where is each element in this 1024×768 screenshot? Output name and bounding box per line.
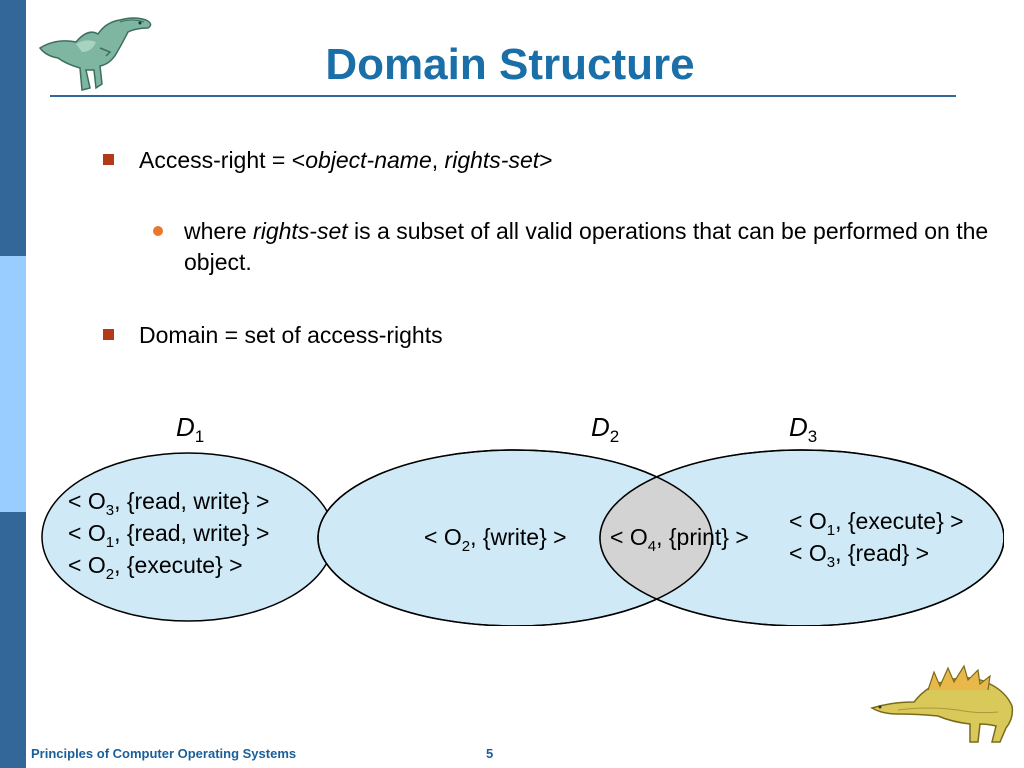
- entry-text: < O: [68, 488, 106, 514]
- entry-text: , {execute} >: [114, 552, 243, 578]
- domain-venn-diagram: D1 D2 D3 < O3, {read, write} > < O1, {re…: [40, 412, 1004, 626]
- access-right-entry: < O1, {execute} >: [789, 508, 964, 539]
- access-right-entry: < O3, {read} >: [789, 540, 929, 571]
- access-right-entry: < O2, {execute} >: [68, 552, 243, 583]
- entry-text: < O: [789, 508, 827, 534]
- entry-text: < O: [424, 524, 462, 550]
- domain-label-text: D: [176, 412, 195, 442]
- sidebar-band: [0, 0, 26, 768]
- entry-text: < O: [68, 552, 106, 578]
- entry-text: , {read, write} >: [114, 520, 269, 546]
- sub-bullet-term: rights-set: [253, 218, 348, 244]
- entry-text: < O: [68, 520, 106, 546]
- sub-bullet-rights-set: where rights-set is a subset of all vali…: [184, 216, 1014, 278]
- footer-course-title: Principles of Computer Operating Systems: [31, 746, 297, 761]
- stegosaurus-icon: [870, 664, 1014, 743]
- bullet-text: ,: [431, 147, 445, 173]
- access-right-entry: < O1, {read, write} >: [68, 520, 269, 551]
- entry-text: < O: [610, 524, 648, 550]
- entry-subscript: 4: [648, 538, 656, 555]
- circle-bullet-icon: [153, 226, 163, 236]
- access-right-entry: < O3, {read, write} >: [68, 488, 269, 519]
- entry-subscript: 1: [827, 522, 835, 539]
- bullet-text: Access-right = <: [139, 147, 306, 173]
- square-bullet-icon: [103, 329, 114, 340]
- access-right-entry: < O4, {print} >: [610, 524, 749, 555]
- d1-rights-list: < O3, {read, write} > < O1, {read, write…: [68, 488, 269, 583]
- domain-label-text: D: [591, 412, 610, 442]
- bullet-term-object-name: object-name: [305, 147, 432, 173]
- sub-bullet-text: where: [184, 218, 254, 244]
- access-right-entry: < O2, {write} >: [424, 524, 567, 555]
- slide-title: Domain Structure: [325, 40, 695, 89]
- d2-rights-list: < O2, {write} >: [424, 524, 567, 555]
- entry-subscript: 2: [106, 566, 114, 583]
- domain-label-subscript: 3: [808, 427, 817, 446]
- sub-bullet-text: is a subset of all valid operations that…: [184, 218, 989, 275]
- entry-text: , {read} >: [835, 540, 929, 566]
- d3-rights-list: < O1, {execute} > < O3, {read} >: [789, 508, 964, 571]
- domain-d3-outline: [599, 449, 1004, 626]
- bullet-text: >: [539, 147, 553, 173]
- domain-d2-label: D2: [591, 412, 619, 446]
- domain-label-subscript: 1: [195, 427, 204, 446]
- entry-text: < O: [789, 540, 827, 566]
- domain-label-text: D: [789, 412, 808, 442]
- entry-subscript: 2: [462, 538, 470, 555]
- domain-d3-label: D3: [789, 412, 817, 446]
- entry-subscript: 3: [106, 502, 114, 519]
- bullet-term-rights-set: rights-set: [444, 147, 540, 173]
- sidebar-band-light: [0, 256, 26, 512]
- title-divider: [50, 95, 956, 97]
- domain-label-subscript: 2: [610, 427, 619, 446]
- entry-text: , {execute} >: [835, 508, 964, 534]
- square-bullet-icon: [103, 154, 114, 165]
- entry-text: , {print} >: [656, 524, 749, 550]
- bullet-domain: Domain = set of access-rights: [139, 322, 443, 348]
- domain-d2-outline: [317, 449, 713, 626]
- domain-d1-label: D1: [176, 412, 204, 446]
- shared-rights-list: < O4, {print} >: [610, 524, 749, 555]
- entry-subscript: 1: [106, 534, 114, 551]
- bullet-access-right: Access-right = <object-name, rights-set>: [139, 144, 553, 176]
- entry-text: , {write} >: [470, 524, 567, 550]
- footer-page-number: 5: [486, 746, 494, 761]
- dinosaur-logo-icon: [38, 17, 152, 91]
- entry-subscript: 3: [827, 554, 835, 571]
- entry-text: , {read, write} >: [114, 488, 269, 514]
